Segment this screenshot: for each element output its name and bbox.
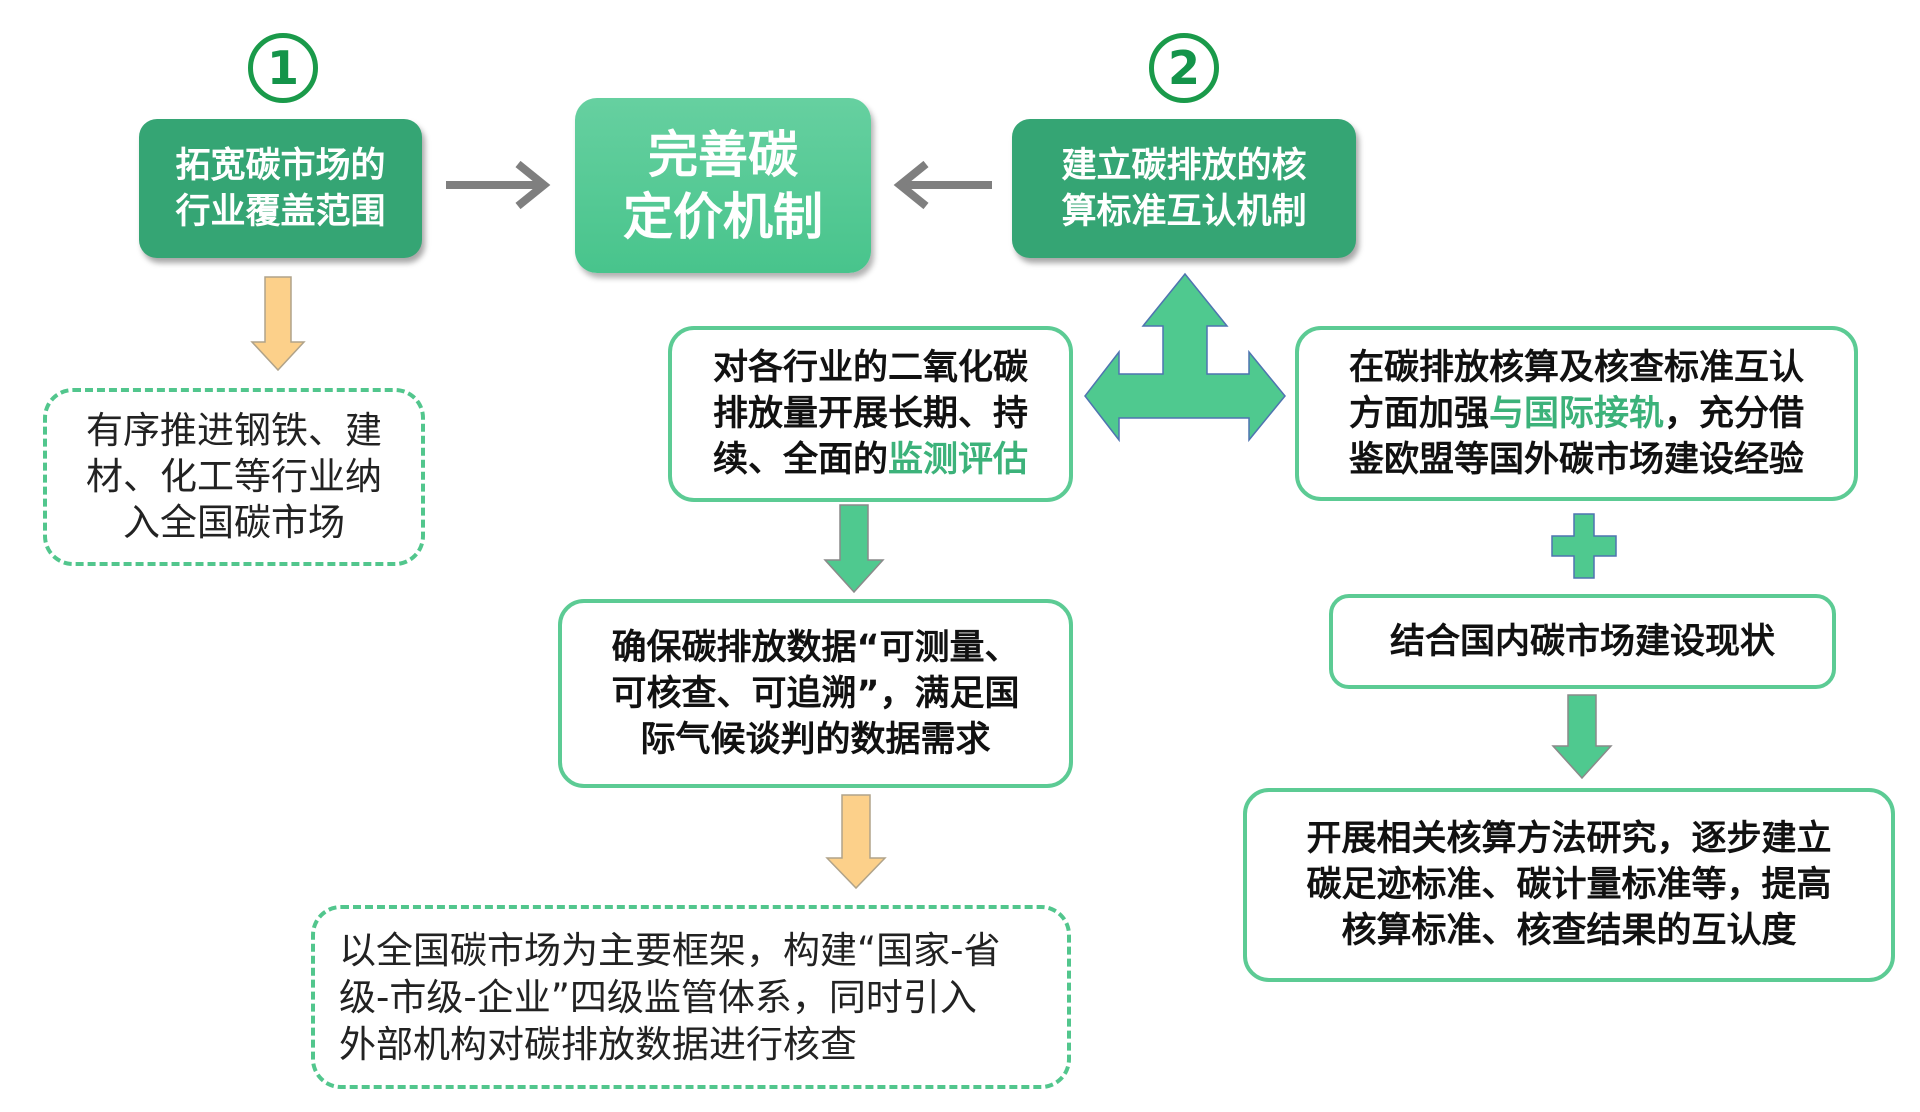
mutual-recognition-line-1: 建立碳排放的核: [1061, 145, 1307, 186]
expand-coverage-node: 拓宽碳市场的 行业覆盖范围: [139, 119, 422, 258]
step-2-marker: 2: [1149, 33, 1219, 103]
international-line-1: 在碳排放核算及核查标准互认: [1348, 347, 1804, 388]
supervision-line-2: 级-市级-企业”四级监管体系，同时引入: [339, 975, 977, 1019]
research-node: 开展相关核算方法研究，逐步建立 碳足迹标准、碳计量标准等，提高 核算标准、核查结…: [1243, 788, 1895, 982]
data-quality-node: 确保碳排放数据“可测量、 可核查、可追溯”，满足国 际气候谈判的数据需求: [558, 599, 1073, 788]
expand-detail-line-3: 入全国碳市场: [123, 501, 345, 544]
step-2-number: 2: [1167, 41, 1200, 95]
data-quality-line-1: 确保碳排放数据“可测量、: [611, 627, 1020, 668]
international-alignment-node: 在碳排放核算及核查标准互认 方面加强与国际接轨，充分借 鉴欧盟等国外碳市场建设经…: [1295, 326, 1858, 501]
monitoring-line-2: 排放量开展长期、持: [712, 394, 1028, 434]
arrow-right-icon: [446, 160, 551, 210]
center-line-2: 定价机制: [623, 187, 823, 246]
monitoring-line-3: 续、全面的监测评估: [713, 437, 1028, 483]
green-down-arrow-right-icon: [1551, 694, 1613, 780]
mutual-recognition-line-2: 算标准互认机制: [1061, 191, 1307, 232]
supervision-line-1: 以全国碳市场为主要框架，构建“国家-省: [339, 928, 1001, 972]
orange-down-arrow-2-icon: [825, 794, 887, 890]
data-quality-line-2: 可核查、可追溯”，满足国: [611, 673, 1020, 714]
expand-coverage-line-1: 拓宽碳市场的: [175, 145, 386, 186]
carbon-pricing-center-node: 完善碳 定价机制: [575, 98, 871, 273]
research-line-2: 碳足迹标准、碳计量标准等，提高: [1306, 865, 1832, 905]
international-line-2-suffix: ，充分借: [1664, 393, 1805, 434]
orange-down-arrow-icon: [250, 276, 306, 372]
research-line-1: 开展相关核算方法研究，逐步建立: [1306, 819, 1832, 859]
domestic-status-node: 结合国内碳市场建设现状: [1329, 594, 1836, 689]
supervision-line-3: 外部机构对碳排放数据进行核查: [339, 1022, 857, 1066]
step-1-marker: 1: [248, 33, 318, 103]
center-line-1: 完善碳: [648, 125, 798, 184]
supervision-detail: 以全国碳市场为主要框架，构建“国家-省 级-市级-企业”四级监管体系，同时引入 …: [311, 905, 1071, 1089]
expand-detail-line-2: 材、化工等行业纳: [86, 455, 382, 498]
step-1-number: 1: [266, 41, 299, 95]
green-down-arrow-icon: [823, 504, 885, 594]
plus-icon: [1551, 513, 1617, 579]
monitoring-node: 对各行业的二氧化碳 排放量开展长期、持 续、全面的监测评估: [668, 326, 1073, 502]
domestic-line-1: 结合国内碳市场建设现状: [1389, 621, 1775, 662]
international-line-3: 鉴欧盟等国外碳市场建设经验: [1348, 439, 1804, 480]
monitoring-highlight: 监测评估: [888, 440, 1029, 480]
three-way-arrow-icon: [1084, 272, 1286, 443]
monitoring-line-1: 对各行业的二氧化碳: [712, 348, 1028, 388]
expand-coverage-detail: 有序推进钢铁、建 材、化工等行业纳 入全国碳市场: [43, 388, 425, 566]
mutual-recognition-node: 建立碳排放的核 算标准互认机制: [1012, 119, 1356, 258]
data-quality-line-3: 际气候谈判的数据需求: [640, 719, 991, 760]
expand-coverage-line-2: 行业覆盖范围: [175, 191, 386, 232]
international-highlight: 与国际接轨: [1488, 393, 1664, 434]
monitoring-line-3-prefix: 续、全面的: [712, 440, 888, 480]
international-line-2: 方面加强与国际接轨，充分借: [1349, 391, 1804, 437]
research-line-3: 核算标准、核查结果的互认度: [1341, 911, 1797, 951]
expand-detail-line-1: 有序推进钢铁、建: [86, 409, 382, 452]
arrow-left-icon: [893, 160, 992, 210]
international-line-2-prefix: 方面加强: [1348, 393, 1489, 434]
